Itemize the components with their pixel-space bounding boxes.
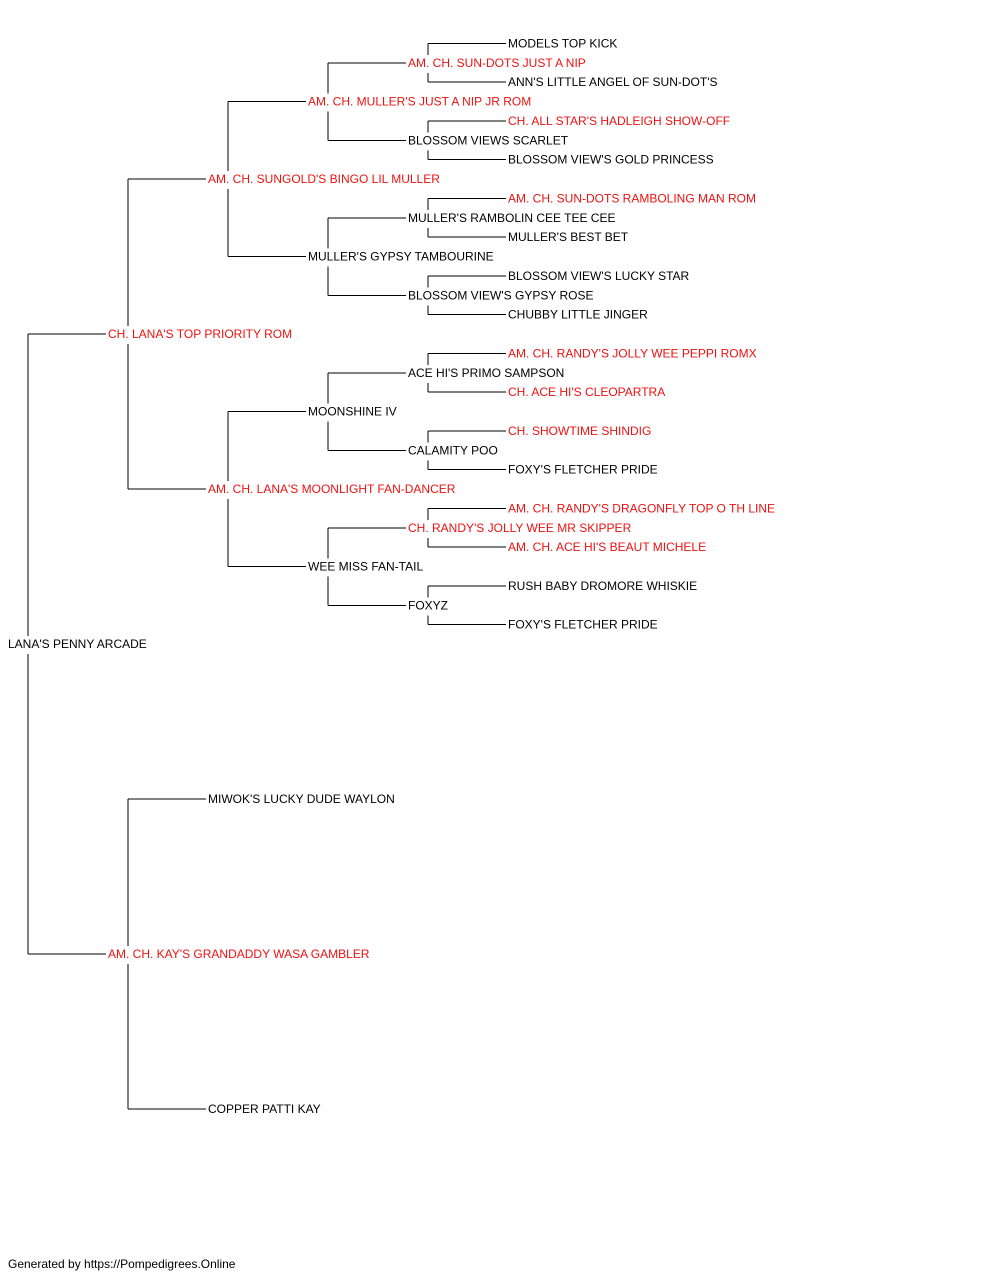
dog-name-gen4: BLOSSOM VIEWS SCARLET (408, 133, 569, 147)
dog-name-gen3: MOONSHINE IV (308, 405, 397, 419)
dog-name-gen3: MULLER'S GYPSY TAMBOURINE (308, 250, 494, 264)
dog-name-gen4: CH. RANDY'S JOLLY WEE MR SKIPPER (408, 521, 632, 535)
dog-name-gen3: AM. CH. MULLER'S JUST A NIP JR ROM (308, 95, 531, 109)
dog-name-gen5: MODELS TOP KICK (508, 36, 617, 50)
dog-name-gen5: CH. ALL STAR'S HADLEIGH SHOW-OFF (508, 114, 730, 128)
dog-name-gen5: FOXY'S FLETCHER PRIDE (508, 618, 658, 632)
dog-name-gen5: BLOSSOM VIEW'S GOLD PRINCESS (508, 153, 714, 167)
dog-name-gen1: CH. LANA'S TOP PRIORITY ROM (108, 327, 292, 341)
dog-name-gen5: AM. CH. RANDY'S JOLLY WEE PEPPI ROMX (508, 346, 757, 360)
dog-name-gen5: AM. CH. ACE HI'S BEAUT MICHELE (508, 540, 706, 554)
dog-name-gen2: MIWOK'S LUCKY DUDE WAYLON (208, 792, 395, 806)
dog-name-gen2: AM. CH. LANA'S MOONLIGHT FAN-DANCER (208, 482, 456, 496)
dog-name-gen4: BLOSSOM VIEW'S GYPSY ROSE (408, 288, 593, 302)
dog-name-gen5: MULLER'S BEST BET (508, 230, 629, 244)
dog-name-gen5: CHUBBY LITTLE JINGER (508, 308, 648, 322)
dog-name-gen4: CALAMITY POO (408, 443, 498, 457)
dog-name-gen5: AM. CH. SUN-DOTS RAMBOLING MAN ROM (508, 191, 756, 205)
footer-credit: Generated by https://Pompedigrees.Online (8, 1257, 236, 1271)
dog-name-gen3: WEE MISS FAN-TAIL (308, 560, 423, 574)
dog-name-gen0: LANA'S PENNY ARCADE (8, 637, 147, 651)
dog-name-gen5: ANN'S LITTLE ANGEL OF SUN-DOT'S (508, 75, 718, 89)
dog-name-gen2: COPPER PATTI KAY (208, 1102, 321, 1116)
dog-name-gen2: AM. CH. SUNGOLD'S BINGO LIL MULLER (208, 172, 440, 186)
dog-name-gen5: CH. ACE HI'S CLEOPARTRA (508, 385, 665, 399)
dog-name-gen5: CH. SHOWTIME SHINDIG (508, 424, 651, 438)
dog-name-gen5: AM. CH. RANDY'S DRAGONFLY TOP O TH LINE (508, 501, 775, 515)
dog-name-gen4: AM. CH. SUN-DOTS JUST A NIP (408, 56, 586, 70)
dog-name-gen4: ACE HI'S PRIMO SAMPSON (408, 366, 564, 380)
dog-name-gen5: BLOSSOM VIEW'S LUCKY STAR (508, 269, 690, 283)
dog-name-gen1: AM. CH. KAY'S GRANDADDY WASA GAMBLER (108, 947, 370, 961)
dog-name-gen5: RUSH BABY DROMORE WHISKIE (508, 579, 697, 593)
dog-name-gen5: FOXY'S FLETCHER PRIDE (508, 463, 658, 477)
dog-name-gen4: MULLER'S RAMBOLIN CEE TEE CEE (408, 211, 615, 225)
dog-name-gen4: FOXYZ (408, 598, 448, 612)
